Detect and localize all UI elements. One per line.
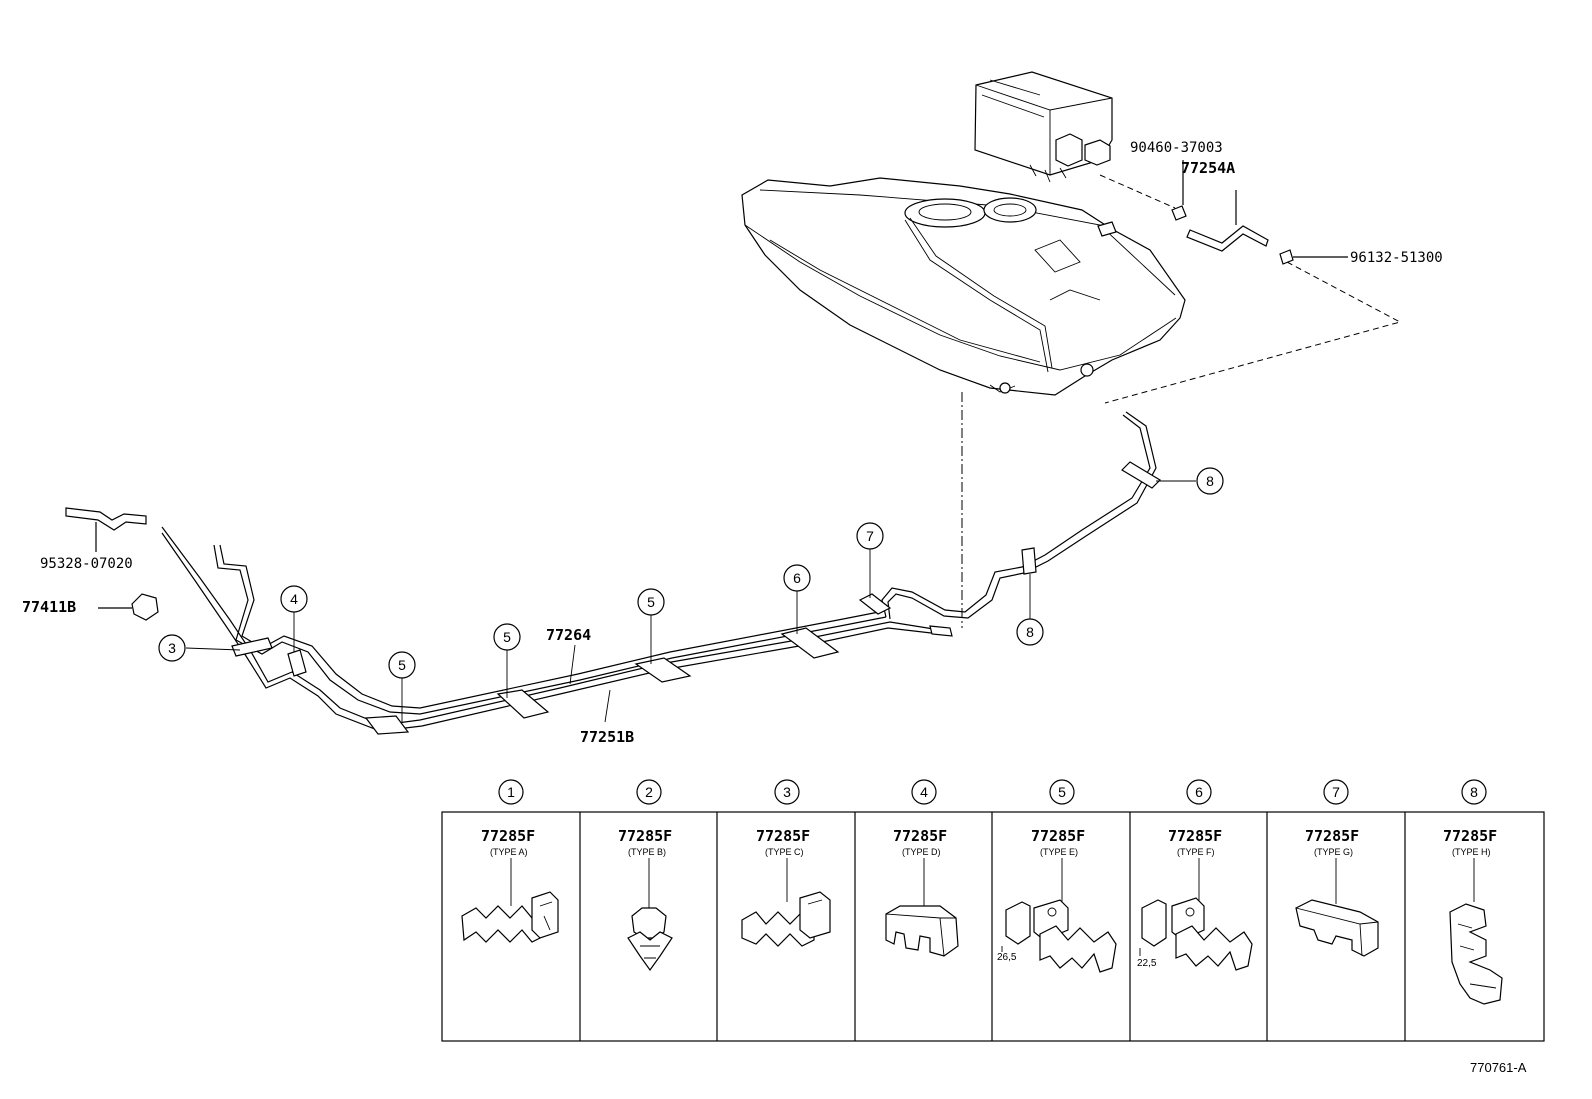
col-part-number: 77285F: [618, 827, 672, 845]
svg-text:6: 6: [1195, 784, 1203, 800]
svg-text:8: 8: [1470, 784, 1478, 800]
svg-text:5: 5: [398, 657, 406, 673]
svg-text:3: 3: [783, 784, 791, 800]
col-type: (TYPE D): [902, 847, 941, 857]
svg-text:2: 2: [645, 784, 653, 800]
leader-canister-hose: [1099, 174, 1176, 209]
col-type: (TYPE G): [1314, 847, 1353, 857]
table-col-6: 6 77285F (TYPE F) 22,5: [1137, 779, 1253, 971]
fuel-tank: [741, 177, 1186, 396]
label-77264: 77264: [546, 626, 591, 644]
col-type: (TYPE C): [765, 847, 804, 857]
charcoal-canister: [974, 71, 1113, 183]
leader-77264: [569, 644, 576, 685]
pipe-clamps: [231, 461, 1161, 735]
svg-text:8: 8: [1026, 624, 1034, 640]
svg-text:5: 5: [1058, 784, 1066, 800]
table-col-8: 8 77285F (TYPE H): [1443, 779, 1503, 1005]
leader-hose-pipe: [1104, 261, 1402, 404]
clamp-type-table: [441, 811, 1545, 1042]
label-96132-51300: 96132-51300: [1350, 250, 1443, 266]
table-col-5: 5 77285F (TYPE E) 26,5: [997, 779, 1117, 973]
col-part-number: 77285F: [756, 827, 810, 845]
svg-text:7: 7: [1332, 784, 1340, 800]
svg-text:5: 5: [503, 629, 511, 645]
table-col-4: 4 77285F (TYPE D): [885, 779, 959, 957]
table-col-1: 1 77285F (TYPE A): [461, 779, 559, 943]
label-95328-07020: 95328-07020: [40, 556, 133, 572]
hose-95328-07020: [65, 507, 147, 552]
col-part-number: 77285F: [893, 827, 947, 845]
leader-77251B: [604, 689, 611, 723]
svg-text:5: 5: [647, 594, 655, 610]
fuel-pipe-bundle: [161, 411, 1157, 732]
figure-reference: 770761-A: [1470, 1060, 1527, 1075]
col-type: (TYPE F): [1177, 847, 1215, 857]
svg-text:7: 7: [866, 528, 874, 544]
svg-text:4: 4: [290, 591, 298, 607]
callout-6: 6: [783, 564, 811, 634]
callout-8a: 8: [1156, 467, 1224, 495]
col-type: (TYPE E): [1040, 847, 1078, 857]
callout-7: 7: [856, 522, 884, 598]
col-part-number: 77285F: [1443, 827, 1497, 845]
col-part-number: 77285F: [481, 827, 535, 845]
callout-5a: 5: [388, 651, 416, 722]
col-part-number: 77285F: [1031, 827, 1085, 845]
hose-77254A: [1171, 160, 1348, 265]
col-type: (TYPE A): [490, 847, 528, 857]
col-dimension: 22,5: [1137, 958, 1157, 969]
callout-5c: 5: [637, 588, 665, 664]
label-90460-37003: 90460-37003: [1130, 140, 1223, 156]
svg-text:6: 6: [793, 570, 801, 586]
col-dimension: 26,5: [997, 952, 1017, 963]
col-type: (TYPE B): [628, 847, 666, 857]
svg-text:4: 4: [920, 784, 928, 800]
callout-4: 4: [280, 585, 308, 652]
svg-text:1: 1: [507, 784, 515, 800]
callout-3: 3: [158, 634, 241, 662]
callout-8b: 8: [1016, 574, 1044, 646]
table-col-2: 2 77285F (TYPE B): [618, 779, 673, 972]
table-col-3: 3 77285F (TYPE C): [741, 779, 831, 947]
col-type: (TYPE H): [1452, 847, 1491, 857]
callout-5b: 5: [493, 623, 521, 698]
table-col-7: 7 77285F (TYPE G): [1295, 779, 1379, 957]
label-77254A: 77254A: [1181, 159, 1235, 177]
label-77251B: 77251B: [580, 728, 634, 746]
col-part-number: 77285F: [1305, 827, 1359, 845]
grommet-77411B: [98, 593, 159, 621]
svg-text:3: 3: [168, 640, 176, 656]
svg-text:8: 8: [1206, 473, 1214, 489]
col-part-number: 77285F: [1168, 827, 1222, 845]
label-77411B: 77411B: [22, 598, 76, 616]
